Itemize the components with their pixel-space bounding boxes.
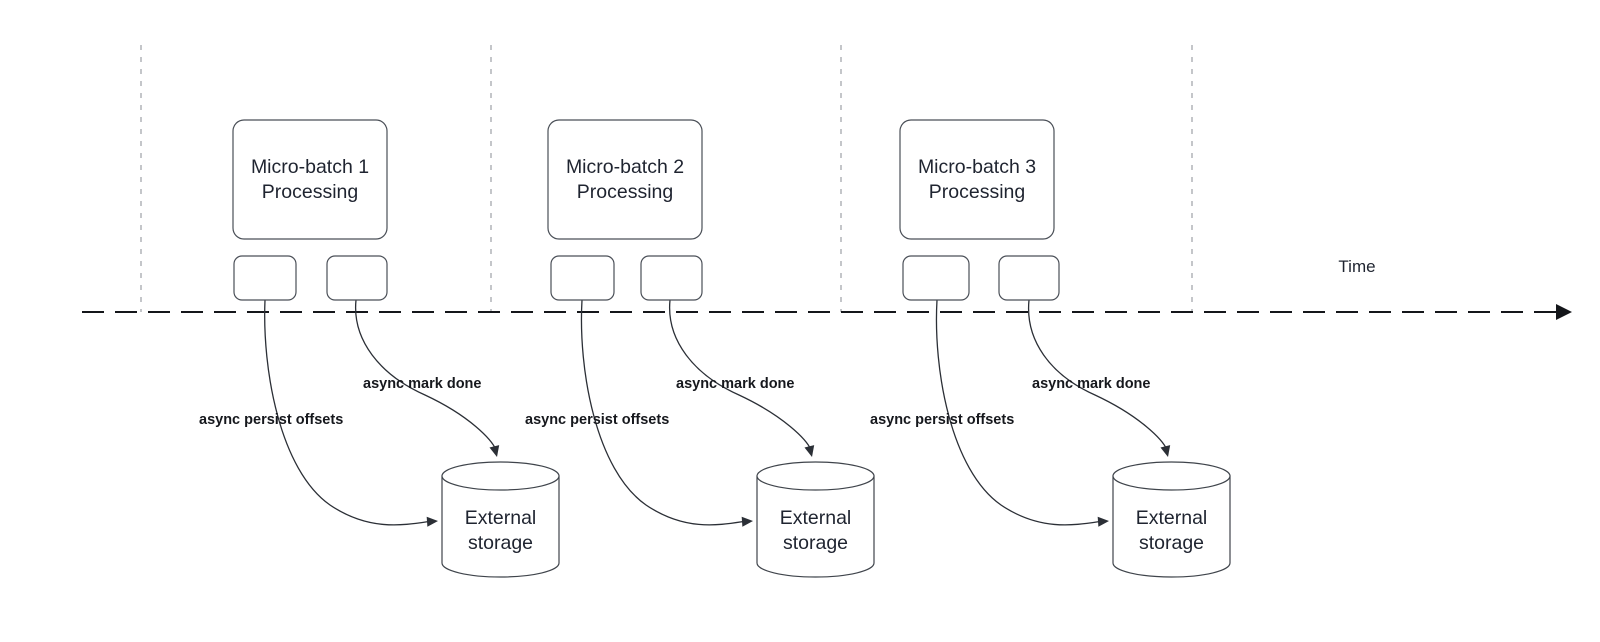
timeline-layer <box>82 304 1572 320</box>
storage-cylinder-body-2[interactable] <box>756 475 875 578</box>
task-box-mark-2[interactable] <box>640 255 703 301</box>
task-box-persist-3[interactable] <box>902 255 970 301</box>
task-box-mark-3[interactable] <box>998 255 1060 301</box>
edge-mark-done-2-label: async mark done <box>676 376 794 392</box>
edge-mark-done-3-label: async mark done <box>1032 376 1150 392</box>
edge-persist-offsets-3-label: async persist offsets <box>870 412 1014 428</box>
edge-layer <box>264 299 1171 527</box>
divider-layer <box>140 45 1193 312</box>
storage-cylinder-body-3[interactable] <box>1112 475 1231 578</box>
storage-label-line1-2: External <box>780 507 852 529</box>
task-box-persist-2[interactable] <box>550 255 615 301</box>
storage-cylinder-top-1 <box>441 461 560 491</box>
time-axis-label: Time <box>1338 257 1375 276</box>
storage-label-line2-3: storage <box>1139 532 1204 554</box>
process-box-label-line2-3: Processing <box>929 181 1025 203</box>
process-box-label-line1-3: Micro-batch 3 <box>918 156 1036 178</box>
edge-persist-offsets-1-label: async persist offsets <box>199 412 343 428</box>
storage-label-line2-1: storage <box>468 532 533 554</box>
timeline-arrow-icon <box>1556 304 1572 320</box>
storage-label-line2-2: storage <box>783 532 848 554</box>
process-box-3[interactable] <box>899 119 1055 240</box>
edge-persist-offsets-2-label: async persist offsets <box>525 412 669 428</box>
edge-persist-offsets-2-arrow-icon <box>741 516 753 527</box>
process-box-label-line2-1: Processing <box>262 181 358 203</box>
edge-persist-offsets-3-arrow-icon <box>1097 516 1109 527</box>
storage-cylinder-body-1[interactable] <box>441 475 560 578</box>
storage-label-line1-3: External <box>1136 507 1208 529</box>
edge-persist-offsets-2 <box>580 299 748 526</box>
task-box-mark-1[interactable] <box>326 255 388 301</box>
edge-persist-offsets-3 <box>935 299 1104 526</box>
process-box-label-line1-1: Micro-batch 1 <box>251 156 369 178</box>
process-box-label-line1-2: Micro-batch 2 <box>566 156 684 178</box>
edge-mark-done-3-arrow-icon <box>1160 445 1171 457</box>
node-layer <box>232 119 1231 578</box>
edge-mark-done-1 <box>355 299 497 451</box>
storage-cylinder-top-3 <box>1112 461 1231 491</box>
edge-mark-done-1-label: async mark done <box>363 376 481 392</box>
edge-persist-offsets-1 <box>264 299 433 526</box>
edge-mark-done-3 <box>1027 299 1168 451</box>
edge-mark-done-2-arrow-icon <box>804 445 815 457</box>
storage-cylinder-top-2 <box>756 461 875 491</box>
storage-label-line1-1: External <box>465 507 537 529</box>
process-box-1[interactable] <box>232 119 388 240</box>
edge-mark-done-2 <box>669 299 812 451</box>
process-box-label-line2-2: Processing <box>577 181 673 203</box>
edge-mark-done-1-arrow-icon <box>489 445 500 457</box>
process-box-2[interactable] <box>547 119 703 240</box>
edge-persist-offsets-1-arrow-icon <box>426 516 438 527</box>
task-box-persist-1[interactable] <box>233 255 297 301</box>
